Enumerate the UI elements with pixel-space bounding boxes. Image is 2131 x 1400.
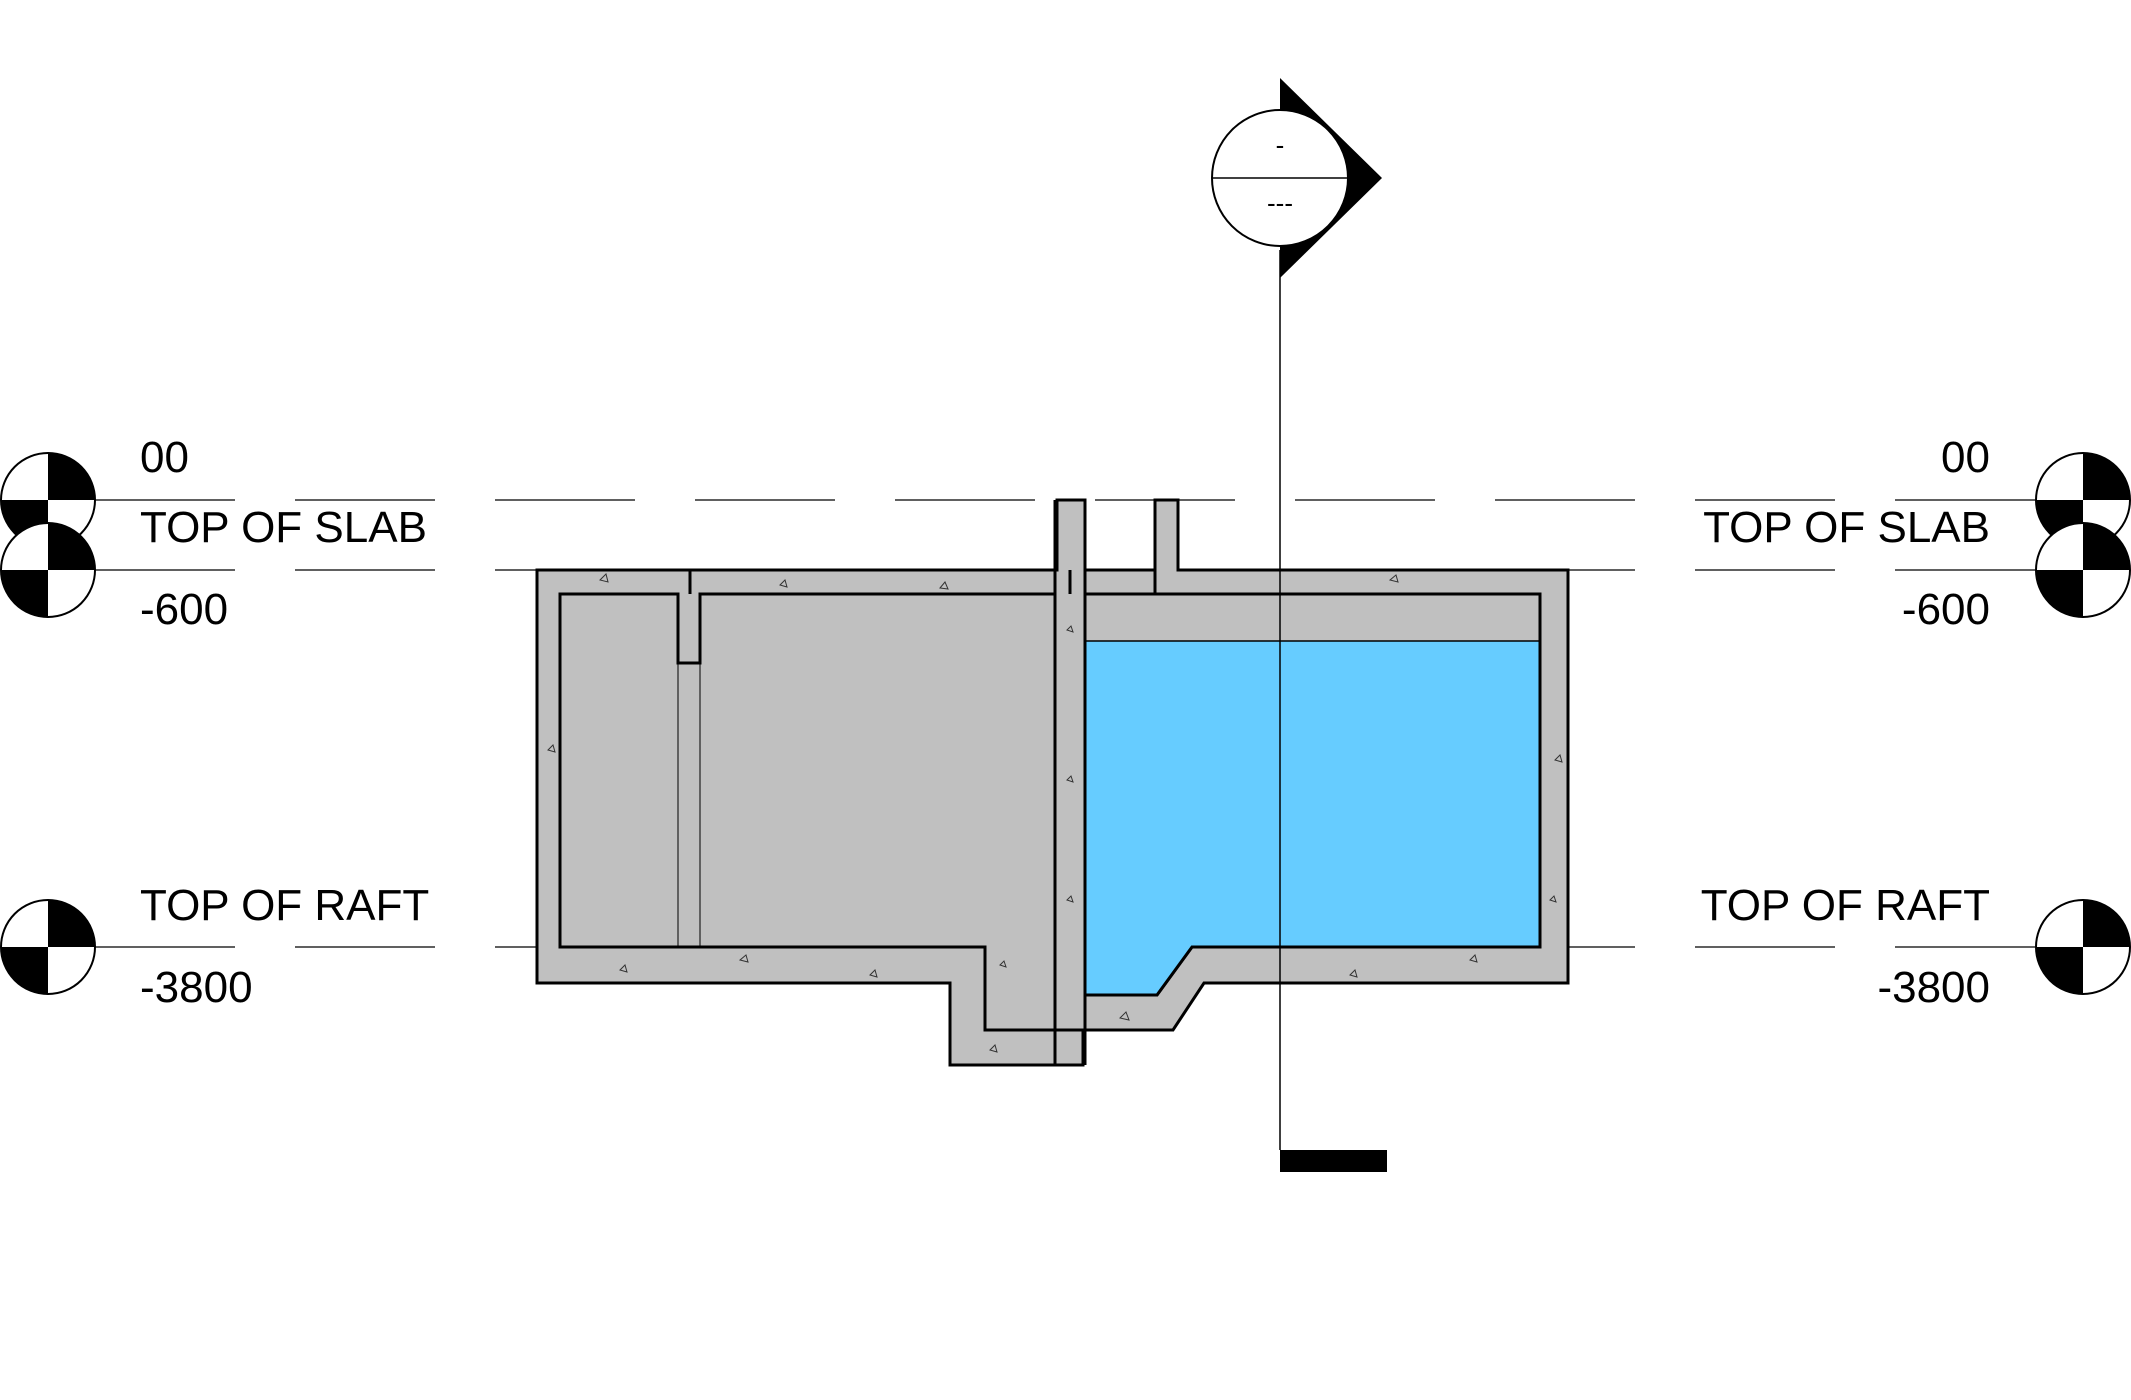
level-head-left-raft	[0, 899, 96, 995]
water-fill	[1085, 641, 1540, 995]
section-end-bar	[1280, 1150, 1387, 1172]
section-marker	[1211, 78, 1387, 1172]
level-head-right-raft	[2035, 899, 2131, 995]
right-chamber-outline	[1085, 592, 1542, 997]
concrete-hatch	[547, 573, 1563, 1053]
level-head-right-slab	[2035, 522, 2131, 618]
level-lines	[95, 499, 2040, 948]
level-head-left-slab	[0, 522, 96, 618]
